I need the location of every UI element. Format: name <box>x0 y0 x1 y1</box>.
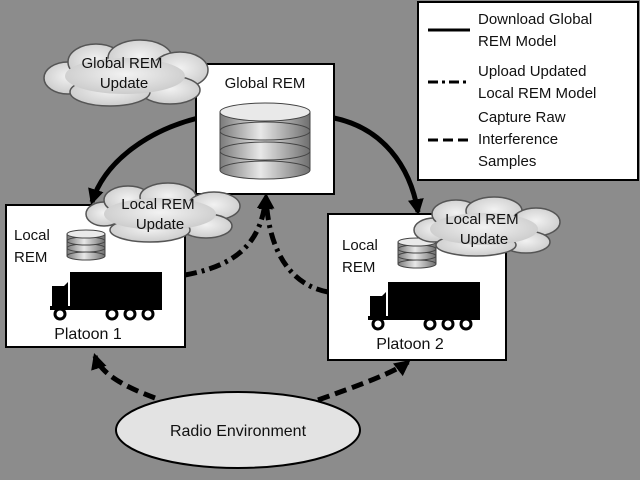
platoon1-local-rem-label: Local REM <box>14 227 54 266</box>
legend-upload-label: Upload Updated Local REM Model <box>478 63 596 102</box>
platoon2-cloud-label: Local REM Update <box>445 211 523 248</box>
legend-download-label: Download Global REM Model <box>478 11 596 50</box>
capture-arrow-platoon2 <box>317 359 411 403</box>
platoon2-local-rem-label: Local REM <box>342 237 382 276</box>
capture-arrow-platoon1 <box>91 352 156 401</box>
platoon2-box: Local REM Platoon 2 <box>327 213 507 361</box>
global-rem-update-label: Global REM Update <box>81 55 166 92</box>
legend: Download Global REM Model Upload Updated… <box>417 1 639 181</box>
platoon1-cloud-label: Local REM Update <box>121 196 199 233</box>
platoon1-local-rem-update-cloud: Local REM Update <box>85 182 241 243</box>
upload-arrow-platoon1 <box>184 192 273 278</box>
global-rem-update-cloud: Global REM Update <box>43 39 209 107</box>
platoon2-database-icon <box>397 237 437 269</box>
platoon2-label: Platoon 2 <box>376 336 444 353</box>
legend-capture-label: Capture Raw Interference Samples <box>478 109 570 170</box>
download-arrow-platoon1 <box>88 115 199 206</box>
global-rem-box: Global REM <box>195 63 335 195</box>
global-database-icon <box>219 102 311 180</box>
platoon2-local-rem-update-cloud: Local REM Update <box>413 196 561 257</box>
global-rem-title: Global REM <box>225 75 306 92</box>
platoon1-label: Platoon 1 <box>54 326 122 343</box>
upload-arrow-platoon2 <box>258 192 329 295</box>
radio-environment-label: Radio Environment <box>170 423 307 440</box>
download-arrow-platoon2 <box>333 115 424 216</box>
platoon1-database-icon <box>66 229 106 261</box>
radio-environment-ellipse: Radio Environment <box>115 391 361 469</box>
